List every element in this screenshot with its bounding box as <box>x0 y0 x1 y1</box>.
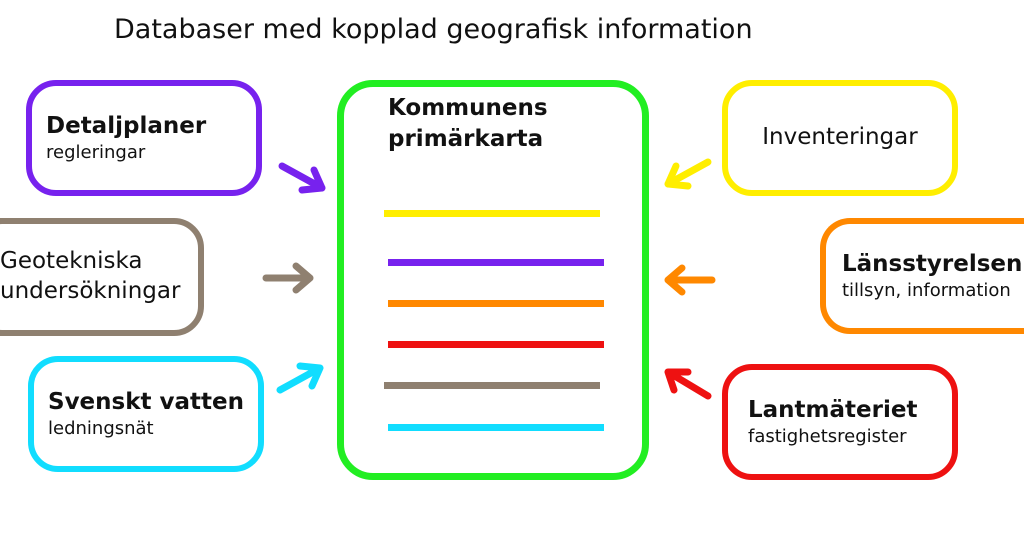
arrow-icon <box>664 264 716 296</box>
source-box-lansstyrelsen: Länsstyrelsen tillsyn, information <box>820 218 1024 334</box>
primary-map-title: Kommunens primärkarta <box>388 93 608 155</box>
primary-map-title-line2: primärkarta <box>388 126 544 153</box>
arrow-icon <box>664 158 712 190</box>
primary-map-title-line1: Kommunens <box>388 95 548 121</box>
layer-line-red <box>388 341 604 348</box>
source-box-lantmateriet: Lantmäteriet fastighetsregister <box>722 364 958 480</box>
source-box-svenskt-vatten: Svenskt vatten ledningsnät <box>28 356 264 472</box>
source-title-lantmateriet: Lantmäteriet <box>748 396 918 423</box>
source-subtitle-detaljplaner: regleringar <box>46 141 146 163</box>
source-title-inventeringar: Inventeringar <box>762 124 918 151</box>
layer-line-orange <box>388 300 604 307</box>
source-subtitle-svenskt-vatten: ledningsnät <box>48 417 154 439</box>
source-title-lansstyrelsen: Länsstyrelsen <box>842 250 1023 277</box>
source-box-geotekniska: Geotekniska undersökningar <box>0 218 204 336</box>
arrow-icon <box>664 368 712 400</box>
arrow-icon <box>262 262 314 294</box>
source-title-svenskt-vatten: Svenskt vatten <box>48 388 244 415</box>
diagram-title: Databaser med kopplad geografisk informa… <box>114 14 753 45</box>
source-subtitle-lantmateriet: fastighetsregister <box>748 425 907 447</box>
layer-line-brown <box>384 382 600 389</box>
layer-line-yellow <box>384 210 600 217</box>
source-box-detaljplaner: Detaljplaner regleringar <box>26 80 262 196</box>
source-title-geotekniska: Geotekniska <box>0 248 143 275</box>
arrow-icon <box>276 362 324 394</box>
source-subtitle-lansstyrelsen: tillsyn, information <box>842 279 1011 301</box>
layer-line-purple <box>388 259 604 266</box>
source-title-detaljplaner: Detaljplaner <box>46 112 207 139</box>
layer-line-cyan <box>388 424 604 431</box>
source-box-inventeringar: Inventeringar <box>722 80 958 196</box>
source-title-geotekniska-line2: undersökningar <box>0 278 181 304</box>
primary-map-box: Kommunens primärkarta <box>337 80 649 480</box>
arrow-icon <box>278 162 326 194</box>
